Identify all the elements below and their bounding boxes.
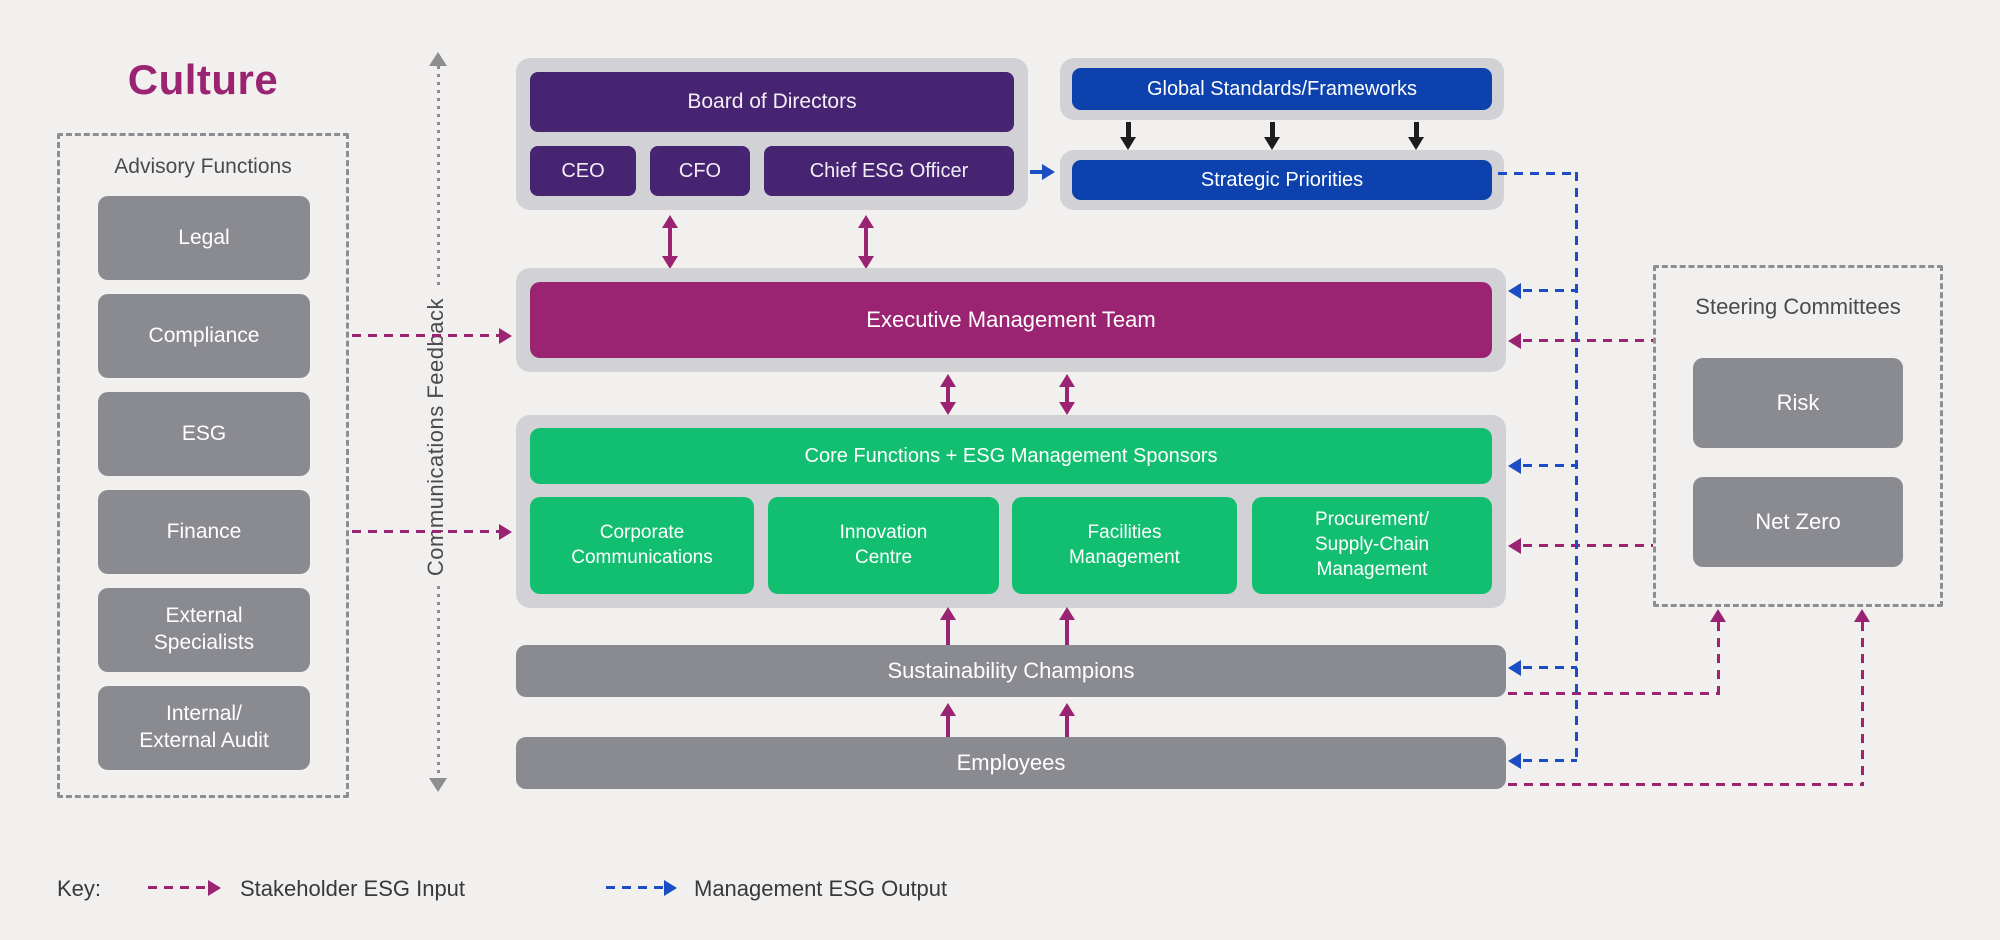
champions-to-core-arrowhead-1 <box>940 607 956 620</box>
emt-core-doublearrow1-down <box>940 402 956 415</box>
employees-bar: Employees <box>516 737 1506 789</box>
core-functions-header-box: Core Functions + ESG Management Sponsors <box>530 428 1492 484</box>
output-to-emt-line <box>1523 289 1577 292</box>
champions-to-steering-hline <box>1508 692 1720 695</box>
communications-feedback-label: Communications Feedback <box>420 288 452 587</box>
employees-to-steering-vline <box>1861 622 1864 783</box>
key-management-arrowhead <box>664 880 677 896</box>
key-management-line <box>606 886 666 889</box>
steering-to-emt-line <box>1523 339 1653 342</box>
output-to-employees-line <box>1523 759 1577 762</box>
champions-to-core-line-2 <box>1065 618 1069 645</box>
board-emt-doublearrow2-line <box>864 226 868 258</box>
priorities-output-trunk <box>1575 172 1578 762</box>
emt-core-doublearrow2-line <box>1065 385 1069 405</box>
core-item-corporate-communications: Corporate Communications <box>530 497 754 594</box>
core-item-innovation-centre: Innovation Centre <box>768 497 999 594</box>
key-label: Key: <box>57 876 102 901</box>
employees-to-champions-line-1 <box>946 714 950 737</box>
culture-title: Culture <box>127 56 279 103</box>
finance-to-core-arrowhead <box>499 524 512 540</box>
key-stakeholder-arrowhead <box>208 880 221 896</box>
emt-core-doublearrow1-line <box>946 385 950 405</box>
cfo-box: CFO <box>650 146 750 196</box>
global-standards-box: Global Standards/Frameworks <box>1072 68 1492 110</box>
output-to-emt-arrowhead <box>1508 283 1521 299</box>
champions-to-core-line-1 <box>946 618 950 645</box>
employees-to-steering-hline <box>1508 783 1864 786</box>
steering-item-net-zero: Net Zero <box>1693 477 1903 567</box>
employees-to-steering-arrowhead <box>1854 609 1870 622</box>
advisory-item-esg: ESG <box>98 392 310 476</box>
board-emt-doublearrow2-down <box>858 256 874 269</box>
steering-committees-box <box>1653 265 1943 607</box>
core-item-procurement-supply-chain: Procurement/ Supply-Chain Management <box>1252 497 1492 594</box>
output-to-core-line <box>1523 464 1577 467</box>
advisory-item-compliance: Compliance <box>98 294 310 378</box>
steering-committees-label: Steering Committees <box>1695 294 1901 319</box>
emt-core-doublearrow2-down <box>1059 402 1075 415</box>
standards-to-priorities-arrowhead-3 <box>1408 137 1424 150</box>
standards-to-priorities-line-3 <box>1414 122 1419 139</box>
steering-to-core-line <box>1523 544 1653 547</box>
esg-officer-to-priorities-arrowhead <box>1042 164 1055 180</box>
board-emt-doublearrow1-down <box>662 256 678 269</box>
board-emt-doublearrow1-line <box>668 226 672 258</box>
standards-to-priorities-arrowhead-2 <box>1264 137 1280 150</box>
emt-core-doublearrow2-up <box>1059 374 1075 387</box>
ceo-box: CEO <box>530 146 636 196</box>
advisory-item-legal: Legal <box>98 196 310 280</box>
strategic-priorities-box: Strategic Priorities <box>1072 160 1492 200</box>
esg-officer-to-priorities-line <box>1030 170 1044 174</box>
steering-to-emt-arrowhead <box>1508 333 1521 349</box>
advisory-item-finance: Finance <box>98 490 310 574</box>
finance-to-core-line <box>352 530 500 533</box>
steering-item-risk: Risk <box>1693 358 1903 448</box>
sustainability-champions-bar: Sustainability Champions <box>516 645 1506 697</box>
champions-to-steering-vline <box>1717 622 1720 692</box>
compliance-to-emt-arrowhead <box>499 328 512 344</box>
communications-feedback-arrowhead-down <box>429 778 447 792</box>
chief-esg-officer-box: Chief ESG Officer <box>764 146 1014 196</box>
employees-to-champions-arrowhead-2 <box>1059 703 1075 716</box>
advisory-functions-label: Advisory Functions <box>114 155 292 178</box>
advisory-functions-box <box>57 133 349 798</box>
key-stakeholder-label: Stakeholder ESG Input <box>240 876 466 901</box>
communications-feedback-arrowhead-up <box>429 52 447 66</box>
core-item-facilities-management: Facilities Management <box>1012 497 1237 594</box>
standards-to-priorities-line-2 <box>1270 122 1275 139</box>
output-to-champions-arrowhead <box>1508 660 1521 676</box>
champions-to-steering-arrowhead <box>1710 609 1726 622</box>
compliance-to-emt-line <box>352 334 500 337</box>
output-to-core-arrowhead <box>1508 458 1521 474</box>
executive-management-team-box: Executive Management Team <box>530 282 1492 358</box>
emt-core-doublearrow1-up <box>940 374 956 387</box>
advisory-item-external-specialists: External Specialists <box>98 588 310 672</box>
standards-to-priorities-arrowhead-1 <box>1120 137 1136 150</box>
board-emt-doublearrow2-up <box>858 215 874 228</box>
output-to-employees-arrowhead <box>1508 753 1521 769</box>
board-of-directors-box: Board of Directors <box>530 72 1014 132</box>
champions-to-core-arrowhead-2 <box>1059 607 1075 620</box>
key-stakeholder-line <box>148 886 210 889</box>
key-management-label: Management ESG Output <box>694 876 948 901</box>
employees-to-champions-arrowhead-1 <box>940 703 956 716</box>
board-emt-doublearrow1-up <box>662 215 678 228</box>
standards-to-priorities-line-1 <box>1126 122 1131 139</box>
priorities-output-hline <box>1498 172 1578 175</box>
steering-to-core-arrowhead <box>1508 538 1521 554</box>
employees-to-champions-line-2 <box>1065 714 1069 737</box>
advisory-item-internal-external-audit: Internal/ External Audit <box>98 686 310 770</box>
output-to-champions-line <box>1523 666 1577 669</box>
